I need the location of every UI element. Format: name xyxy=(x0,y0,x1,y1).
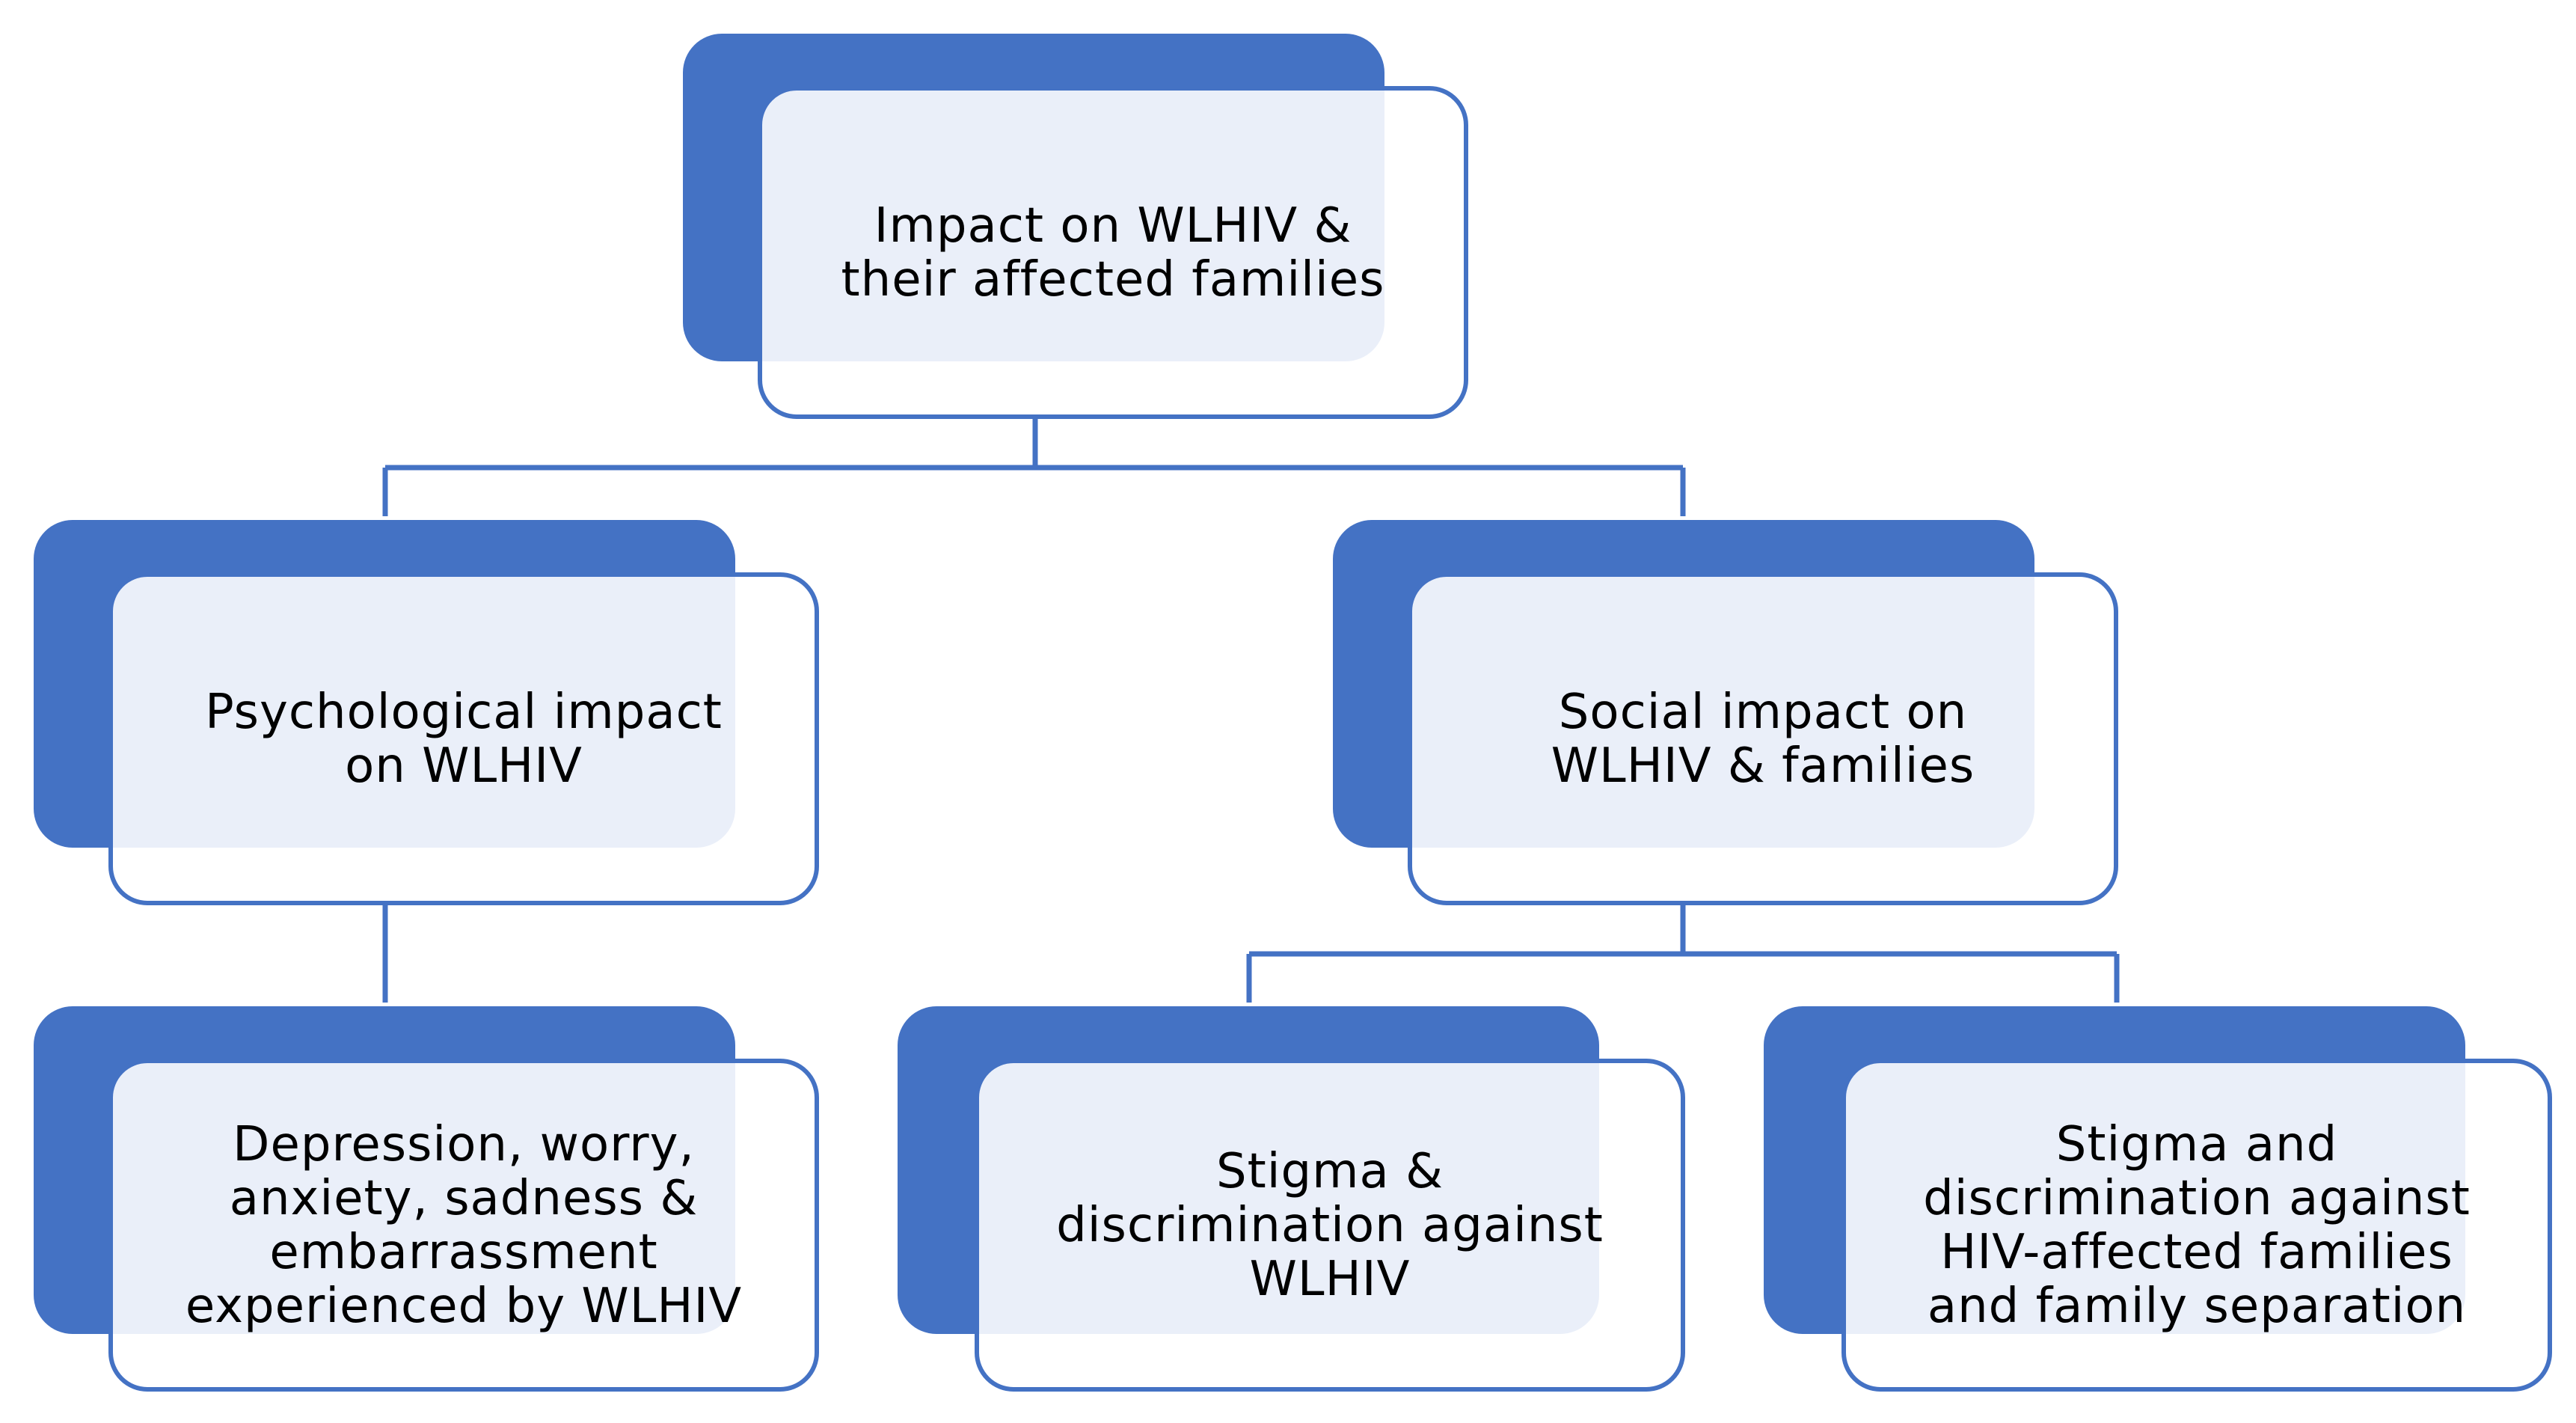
node-psychological-label: Psychological impact on WLHIV xyxy=(205,684,723,794)
node-root-label: Impact on WLHIV & their affected familie… xyxy=(841,198,1385,307)
node-social-label: Social impact on WLHIV & families xyxy=(1551,684,1975,794)
node-stigma-families-label: Stigma and discrimination against HIV-af… xyxy=(1923,1116,2471,1334)
node-stigma-wlhiv-label: Stigma & discrimination against WLHIV xyxy=(1056,1143,1604,1307)
node-depression-label: Depression, worry, anxiety, sadness & em… xyxy=(185,1116,743,1334)
